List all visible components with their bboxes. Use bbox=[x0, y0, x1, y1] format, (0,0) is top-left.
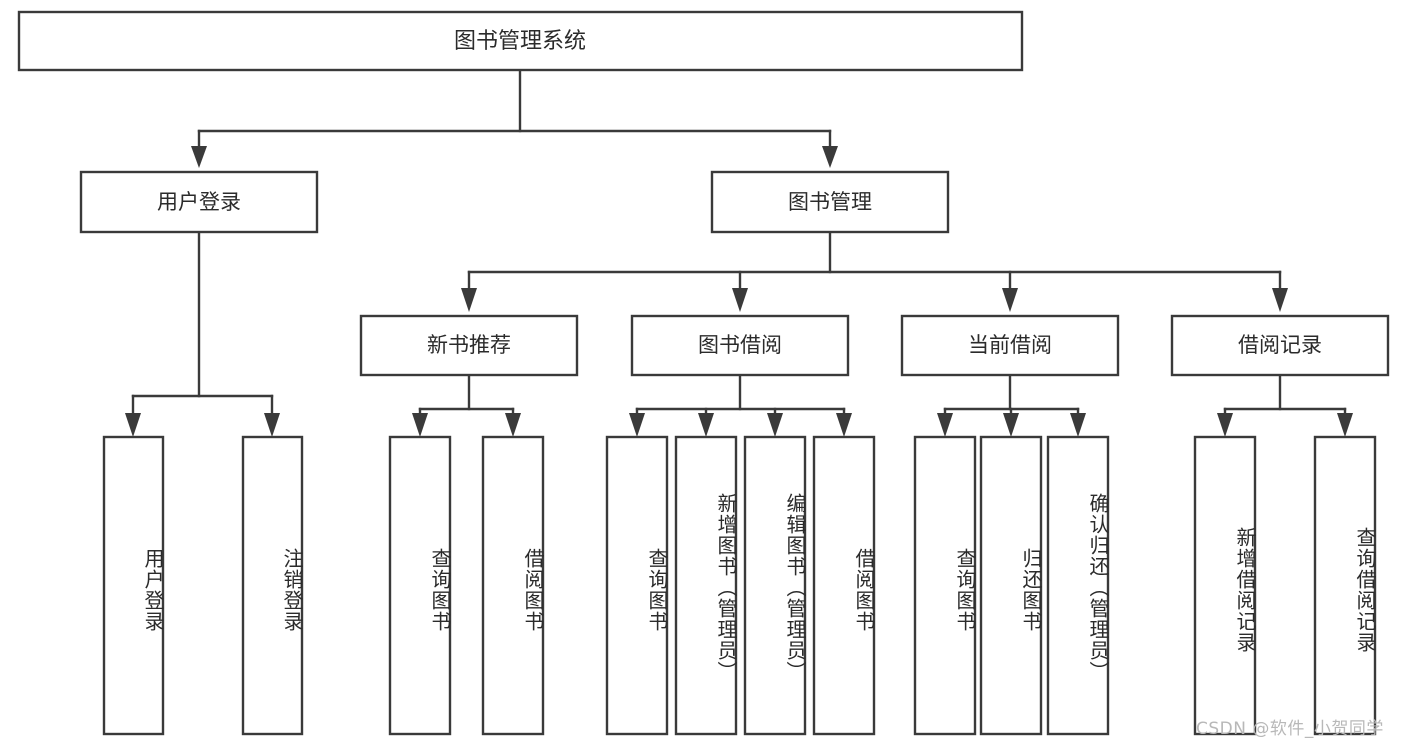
arrow-head-leaf-br-add bbox=[1217, 413, 1233, 437]
connector-newbook-to-leaves bbox=[412, 373, 521, 437]
node-new-book-recommend-label: 新书推荐 bbox=[427, 333, 511, 357]
arrow-head-leaf-bb-edit bbox=[767, 413, 783, 437]
arrow-head-to-current-borrow bbox=[1002, 288, 1018, 312]
node-book-borrow[interactable]: 图书借阅 bbox=[630, 314, 850, 377]
arrow-head-leaf-logout bbox=[264, 413, 280, 437]
arrow-head-to-new-book bbox=[461, 288, 477, 312]
connector-root-to-level1 bbox=[191, 68, 838, 168]
node-user-login[interactable]: 用户登录 bbox=[79, 170, 319, 234]
leaf-box-current-borrow-1[interactable] bbox=[913, 435, 977, 736]
arrow-head-to-book-borrow bbox=[732, 288, 748, 312]
leaf-box-borrow-record-2[interactable] bbox=[1313, 435, 1377, 736]
node-root-system-box[interactable] bbox=[17, 10, 1024, 72]
node-new-book-recommend[interactable]: 新书推荐 bbox=[359, 314, 579, 377]
node-root-system-label: 图书管理系统 bbox=[454, 29, 586, 54]
node-current-borrow[interactable]: 当前借阅 bbox=[900, 314, 1120, 377]
arrow-head-to-user-login bbox=[191, 146, 207, 168]
leaf-box-user-login-1[interactable] bbox=[102, 435, 165, 736]
leaf-box-book-borrow-2[interactable] bbox=[674, 435, 738, 736]
arrow-head-leaf-newbook-borrow bbox=[505, 413, 521, 437]
leaf-box-borrow-record-1[interactable] bbox=[1193, 435, 1257, 736]
node-book-borrow-box[interactable] bbox=[630, 314, 850, 377]
node-borrow-record[interactable]: 借阅记录 bbox=[1170, 314, 1390, 377]
arrow-head-to-book-manage bbox=[822, 146, 838, 168]
connector-userlogin-to-leaves bbox=[125, 230, 280, 437]
connector-borrowrecord-to-leaves bbox=[1217, 373, 1353, 437]
arrow-head-leaf-newbook-query bbox=[412, 413, 428, 437]
leaf-box-current-borrow-2[interactable] bbox=[979, 435, 1043, 736]
leaf-box-book-borrow-4[interactable] bbox=[812, 435, 876, 736]
node-borrow-record-label: 借阅记录 bbox=[1238, 333, 1322, 357]
connector-bookmanage-to-level2 bbox=[461, 230, 1288, 312]
node-book-manage-label: 图书管理 bbox=[788, 190, 872, 214]
leaf-box-user-login-2[interactable] bbox=[241, 435, 304, 736]
arrow-head-leaf-bb-borrow bbox=[836, 413, 852, 437]
node-borrow-record-box[interactable] bbox=[1170, 314, 1390, 377]
arrow-head-leaf-br-query bbox=[1337, 413, 1353, 437]
arrow-head-leaf-cb-query bbox=[937, 413, 953, 437]
node-user-login-box[interactable] bbox=[79, 170, 319, 234]
leaf-box-book-borrow-3[interactable] bbox=[743, 435, 807, 736]
node-book-manage-box[interactable] bbox=[710, 170, 950, 234]
node-user-login-label: 用户登录 bbox=[157, 190, 241, 214]
node-root-system[interactable]: 图书管理系统 bbox=[17, 10, 1024, 72]
arrow-head-leaf-cb-confirm bbox=[1070, 413, 1086, 437]
node-current-borrow-box[interactable] bbox=[900, 314, 1120, 377]
arrow-head-leaf-bb-query bbox=[629, 413, 645, 437]
node-current-borrow-label: 当前借阅 bbox=[968, 333, 1052, 357]
leaf-box-current-borrow-3[interactable] bbox=[1046, 435, 1110, 736]
node-new-book-recommend-box[interactable] bbox=[359, 314, 579, 377]
arrow-head-leaf-bb-add bbox=[698, 413, 714, 437]
arrow-head-leaf-cb-return bbox=[1003, 413, 1019, 437]
node-book-borrow-label: 图书借阅 bbox=[698, 333, 782, 357]
arrow-head-leaf-user-login bbox=[125, 413, 141, 437]
connector-bookborrow-to-leaves bbox=[629, 373, 852, 437]
node-book-manage[interactable]: 图书管理 bbox=[710, 170, 950, 234]
csdn-watermark: CSDN @软件_小贺同学 bbox=[1196, 719, 1384, 739]
leaf-box-book-borrow-1[interactable] bbox=[605, 435, 669, 736]
leaf-box-new-book-2[interactable] bbox=[481, 435, 545, 736]
leaf-box-new-book-1[interactable] bbox=[388, 435, 452, 736]
arrow-head-to-borrow-record bbox=[1272, 288, 1288, 312]
connector-currentborrow-to-leaves bbox=[937, 373, 1086, 437]
